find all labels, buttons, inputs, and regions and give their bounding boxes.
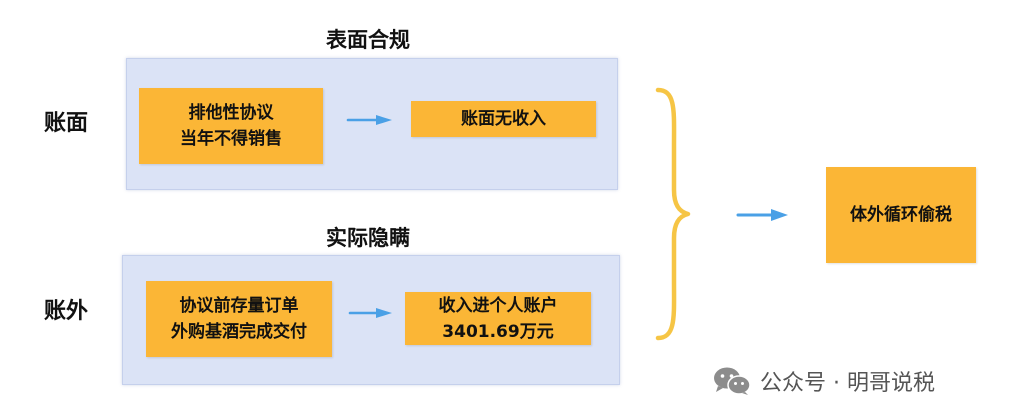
bottom-left-box-line-2: 外购基酒完成交付: [171, 322, 307, 342]
right-curly-brace: [655, 87, 691, 341]
top-side-label: 账面: [44, 111, 89, 136]
top-left-box-line-1: 排他性协议: [188, 103, 274, 123]
result-box: 体外循环偷税: [826, 167, 976, 263]
bottom-left-box-line-1: 协议前存量订单: [179, 296, 299, 316]
watermark: 公众号 · 明哥说税: [712, 365, 935, 397]
top-section-title: 表面合规: [326, 28, 410, 52]
top-arrow: [346, 115, 392, 125]
bottom-right-box-line-2: 3401.69万元: [442, 321, 554, 342]
top-left-box-line-2: 当年不得销售: [180, 129, 282, 149]
bottom-left-box: 协议前存量订单 外购基酒完成交付: [146, 281, 332, 357]
top-left-box: 排他性协议 当年不得销售: [139, 88, 323, 164]
bottom-right-box-line-1: 收入进个人账户: [438, 295, 558, 316]
result-arrow: [736, 209, 788, 221]
top-right-box-line-1: 账面无收入: [461, 109, 546, 129]
bottom-arrow: [348, 308, 392, 318]
bottom-side-label: 账外: [44, 299, 89, 324]
watermark-text: 公众号 · 明哥说税: [760, 371, 935, 396]
result-box-line-1: 体外循环偷税: [850, 205, 952, 225]
top-right-box: 账面无收入: [411, 101, 596, 137]
bottom-section-title: 实际隐瞒: [326, 226, 410, 250]
wechat-icon: [714, 367, 751, 395]
bottom-right-box: 收入进个人账户 3401.69万元: [405, 292, 591, 345]
